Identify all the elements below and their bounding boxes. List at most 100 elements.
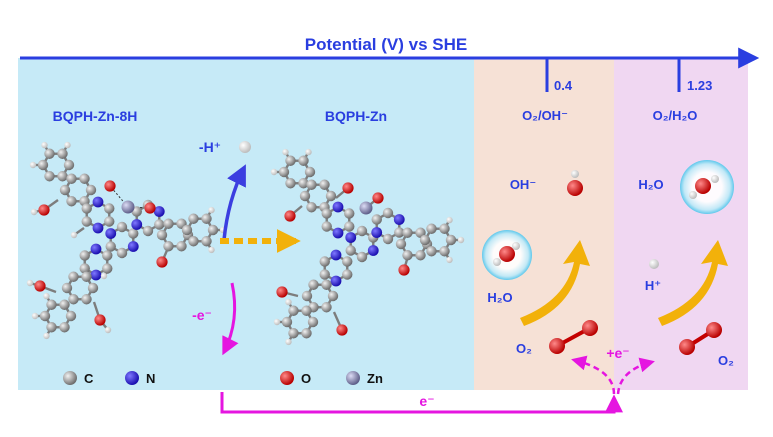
c-atom: [321, 279, 332, 290]
c-atom: [342, 256, 353, 267]
c-atom: [156, 229, 168, 241]
c-atom: [104, 203, 115, 214]
c-atom: [281, 316, 293, 328]
c-atom: [382, 207, 394, 219]
reduction-label: +e⁻: [606, 345, 629, 361]
o-atom: [398, 264, 410, 276]
n-atom: [90, 243, 102, 255]
c-atom: [81, 271, 92, 282]
c-atom: [163, 218, 174, 229]
h-atom: [305, 148, 312, 156]
c-atom: [298, 178, 309, 189]
c-atom: [201, 236, 212, 247]
c-atom: [44, 148, 55, 159]
o-atom: [372, 192, 384, 204]
c-atom: [128, 228, 139, 239]
c-atom: [188, 236, 199, 247]
c-atom: [345, 245, 356, 256]
c-atom: [285, 155, 296, 166]
c-atom: [445, 234, 457, 246]
c-atom: [298, 155, 309, 166]
water-label-left: H₂O: [487, 290, 512, 305]
oxygen-label-right: O₂: [718, 353, 734, 368]
c-atom: [142, 225, 154, 237]
o-atom: [34, 280, 46, 292]
legend-nitrogen-atom: [125, 371, 139, 385]
h-atom: [208, 246, 215, 254]
h-atom: [43, 292, 50, 300]
c-atom: [319, 269, 330, 280]
c-atom: [415, 250, 426, 261]
c-atom: [104, 216, 115, 227]
c-atom: [344, 221, 355, 232]
tick-label-0.4: 0.4: [554, 78, 573, 93]
c-atom: [301, 328, 312, 339]
c-atom: [68, 271, 79, 282]
proton-label: H⁺: [645, 278, 661, 293]
c-atom: [308, 279, 319, 290]
c-atom: [321, 221, 332, 232]
c-atom: [395, 238, 407, 250]
c-atom: [46, 322, 57, 333]
c-atom: [301, 305, 312, 316]
h-atom: [457, 236, 465, 244]
c-atom: [371, 214, 382, 225]
atom-group: [270, 148, 465, 346]
h-atom: [100, 272, 108, 280]
electron-transfer-path: [220, 392, 623, 414]
n-atom: [367, 245, 379, 256]
c-atom: [105, 241, 116, 252]
c-atom: [301, 290, 313, 302]
c-atom: [325, 190, 337, 202]
n-atom: [153, 206, 165, 217]
axis-title: Potential (V) vs SHE: [305, 35, 467, 54]
c-atom: [304, 166, 316, 178]
n-atom: [90, 269, 102, 281]
proton-atom: [649, 259, 659, 269]
c-atom: [299, 190, 311, 202]
water-label-right: H₂O: [638, 177, 663, 192]
c-atom: [102, 263, 113, 274]
c-atom: [39, 310, 51, 322]
c-atom: [439, 223, 450, 234]
deprotonation-arrow: [222, 164, 246, 241]
n-atom: [330, 249, 342, 261]
c-atom: [116, 221, 128, 233]
c-atom: [79, 263, 90, 274]
bqph-zn-8h-molecule: [26, 141, 227, 340]
h-atom: [31, 312, 39, 320]
c-atom: [319, 256, 330, 267]
o-atom: [144, 202, 156, 214]
c-atom: [57, 148, 68, 159]
c-atom: [79, 173, 90, 184]
deprotonation-label: -H⁺: [199, 139, 221, 155]
c-atom: [426, 246, 437, 257]
c-atom: [37, 159, 49, 171]
n-atom: [332, 227, 344, 239]
legend-oxygen-label: O: [301, 371, 311, 386]
bqph-zn-molecule: [270, 148, 465, 346]
c-atom: [426, 223, 437, 234]
o2-h2o-panel: [614, 58, 748, 390]
c-atom: [327, 290, 339, 302]
c-atom: [81, 294, 92, 305]
water-bubble-right: [680, 160, 734, 214]
c-atom: [59, 184, 71, 196]
c-atom: [102, 250, 113, 261]
c-atom: [439, 246, 450, 257]
c-atom: [85, 184, 97, 196]
h-atom: [30, 208, 38, 216]
c-atom: [81, 203, 92, 214]
n-atom: [330, 275, 342, 287]
h-atom: [282, 148, 289, 156]
c-atom: [181, 224, 193, 236]
o-atom: [276, 286, 288, 298]
n-atom: [345, 232, 357, 243]
c-atom: [288, 305, 299, 316]
c-atom: [176, 241, 187, 252]
c-atom: [356, 225, 368, 237]
c-atom: [419, 234, 431, 246]
h-atom: [64, 141, 71, 149]
n-atom: [127, 241, 139, 252]
n-atom: [92, 222, 104, 234]
